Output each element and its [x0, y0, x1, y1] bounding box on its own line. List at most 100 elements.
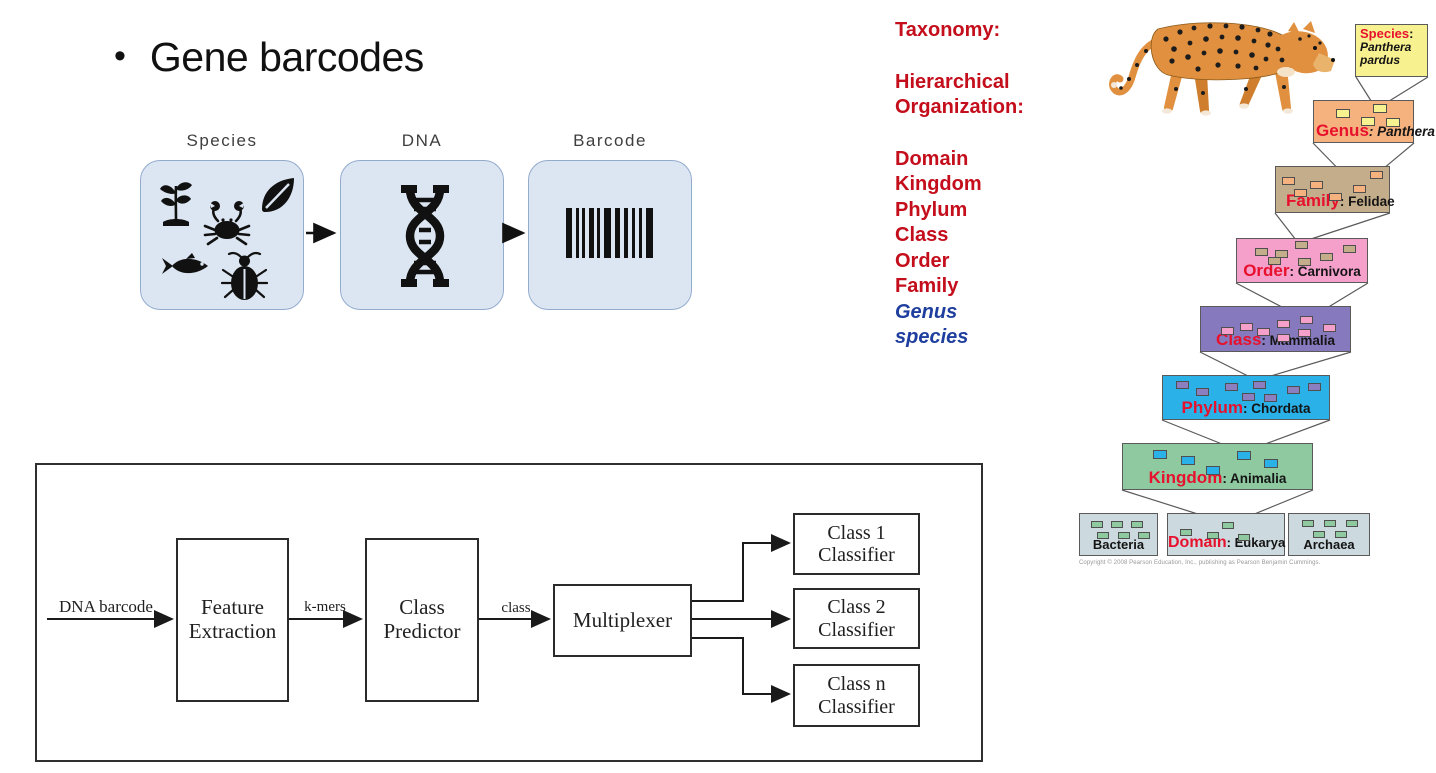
taxon-chip: [1324, 520, 1336, 527]
taxon-chip: [1238, 534, 1250, 541]
taxonomy-level-genus: Genus: [895, 300, 958, 323]
taxonomy-level-phylum: Phylum: [895, 198, 968, 221]
multiplexer-box: Multiplexer: [553, 584, 692, 657]
taxon-chip: [1277, 334, 1290, 342]
taxon-chip: [1295, 241, 1308, 249]
taxon-chip: [1287, 386, 1300, 394]
taxon-chip: [1221, 327, 1234, 335]
taxon-chip: [1242, 393, 1255, 401]
dna-helix-icon: [401, 185, 449, 287]
taxon-chip: [1196, 388, 1209, 396]
barcode-stage-label: Barcode: [573, 131, 647, 150]
genus-label: Genus: [1316, 121, 1369, 140]
taxon-chip: [1302, 520, 1314, 527]
input-edge-label: DNA barcode: [59, 597, 153, 616]
kingdom-value: : Animalia: [1222, 471, 1287, 486]
taxon-chip: [1310, 181, 1323, 189]
taxon-chip: [1131, 521, 1143, 528]
pyramid-bacteria-box: Bacteria: [1079, 513, 1158, 556]
taxon-chip: [1294, 189, 1307, 197]
taxon-chip: [1275, 250, 1288, 258]
taxonomy-level-species: species: [895, 326, 969, 348]
taxonomy-level-kingdom: Kingdom: [895, 173, 982, 195]
species-callout-label: Species: [1360, 26, 1410, 41]
pipeline-arrows: [306, 222, 526, 244]
bacteria-label: Bacteria: [1092, 537, 1145, 552]
phylum-label: Phylum: [1181, 398, 1243, 417]
crab-icon: [203, 201, 251, 246]
class-predictor-box: Class Predictor: [365, 538, 479, 702]
leaf-icon: [262, 178, 294, 212]
taxon-chip: [1320, 253, 1333, 261]
taxon-chip: [1346, 520, 1358, 527]
class2-classifier-box: Class 2 Classifier: [793, 588, 920, 649]
order-label: Order: [1243, 261, 1290, 280]
taxon-chip: [1180, 529, 1192, 536]
barcode-icon: [566, 208, 653, 258]
taxon-chip: [1207, 532, 1219, 539]
phylum-value: : Chordata: [1242, 401, 1311, 416]
taxon-chip: [1386, 118, 1400, 127]
leopard-image: [1109, 21, 1335, 116]
taxon-chip: [1335, 531, 1347, 538]
taxon-chip: [1111, 521, 1123, 528]
taxon-chip: [1237, 451, 1251, 460]
dna-stage-label: DNA: [401, 131, 443, 150]
taxon-chip: [1264, 394, 1277, 402]
feature-extraction-box: Feature Extraction: [176, 538, 289, 702]
taxon-chip: [1277, 320, 1290, 328]
kmers-edge-label: k-mers: [304, 599, 346, 615]
pyramid-eukarya-box: Domain: Eukarya: [1167, 513, 1285, 556]
taxon-chip: [1091, 521, 1103, 528]
slide-title-row: • Gene barcodes: [114, 34, 424, 81]
pyramid-phylum-box: Phylum: Chordata: [1162, 375, 1330, 420]
archaea-label: Archaea: [1303, 537, 1355, 552]
flowchart-lines: [35, 463, 983, 762]
taxon-chip: [1181, 456, 1195, 465]
genus-value: : Panthera: [1368, 124, 1435, 139]
taxonomy-panel: Taxonomy: Hierarchical Organization: Dom…: [895, 18, 1024, 351]
pyramid-order-box: Order: Carnivora: [1236, 238, 1368, 283]
species-callout-box: Species: Panthera pardus: [1355, 24, 1428, 77]
pyramid-kingdom-box: Kingdom: Animalia: [1122, 443, 1313, 490]
taxon-chip: [1298, 258, 1311, 266]
taxon-chip: [1308, 383, 1321, 391]
taxonomy-heading: Taxonomy:: [895, 19, 1001, 41]
eukarya-value: : Eukarya: [1226, 535, 1286, 550]
copyright-text: Copyright © 2008 Pearson Education, Inc.…: [1079, 560, 1321, 566]
species-callout-colon: :: [1409, 26, 1414, 41]
taxonomy-subheading: Hierarchical: [895, 70, 1010, 93]
taxon-chip: [1206, 466, 1220, 475]
kingdom-label: Kingdom: [1148, 468, 1223, 487]
taxon-chip: [1138, 532, 1150, 539]
taxon-chip: [1370, 171, 1383, 179]
class1-classifier-box: Class 1 Classifier: [793, 513, 920, 575]
species-callout-value: Panthera: [1360, 40, 1412, 54]
taxon-chip: [1343, 245, 1356, 253]
classn-classifier-box: Class n Classifier: [793, 664, 920, 727]
beetle-icon: [221, 251, 268, 300]
species-box: [140, 160, 304, 310]
taxon-chip: [1255, 248, 1268, 256]
taxon-chip: [1153, 450, 1167, 459]
taxon-chip: [1300, 316, 1313, 324]
pyramid-class-box: Class: Mammalia: [1200, 306, 1351, 352]
taxon-chip: [1373, 104, 1387, 113]
seedling-icon: [160, 182, 192, 226]
page-title: Gene barcodes: [149, 34, 424, 80]
taxon-chip: [1361, 117, 1375, 126]
barcode-box: [528, 160, 692, 310]
taxon-chip: [1257, 328, 1270, 336]
order-value: : Carnivora: [1289, 264, 1361, 279]
flowchart-border: [35, 463, 983, 762]
taxonomy-level-family: Family: [895, 275, 959, 297]
species-callout-value: pardus: [1360, 53, 1401, 67]
class-edge-label: class: [501, 600, 531, 616]
taxonomy-subheading: Organization:: [895, 96, 1024, 118]
taxonomy-level-class: Class: [895, 224, 949, 246]
taxon-chip: [1268, 257, 1281, 265]
taxon-chip: [1118, 532, 1130, 539]
taxon-chip: [1240, 323, 1253, 331]
taxon-chip: [1353, 185, 1366, 193]
family-value: : Felidae: [1339, 194, 1395, 209]
